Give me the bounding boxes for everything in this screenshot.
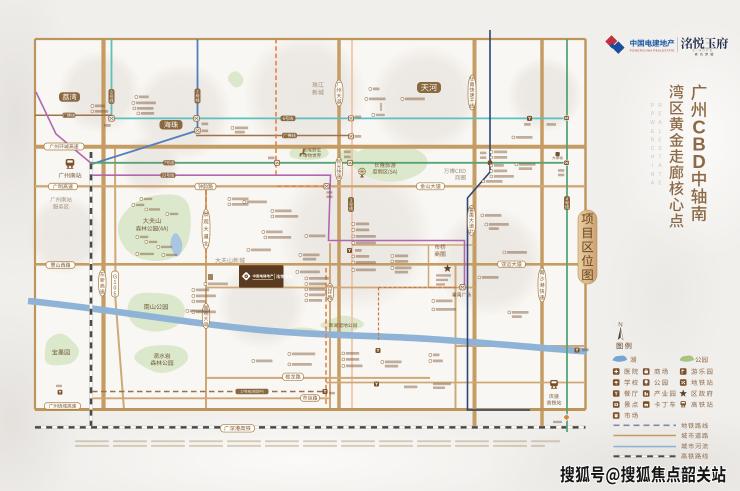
svg-text:A: A [658, 163, 662, 169]
svg-text:C: C [692, 116, 705, 137]
svg-text:W: W [650, 120, 655, 126]
svg-text:R: R [651, 137, 655, 143]
svg-text:T: T [658, 172, 661, 178]
svg-text:S: S [658, 146, 662, 152]
svg-text:0: 0 [114, 286, 117, 292]
svg-text:N: N [651, 172, 655, 178]
svg-text:E: E [658, 180, 662, 186]
svg-text:S·HOPE: S·HOPE [692, 49, 713, 53]
svg-text:1: 1 [114, 280, 117, 286]
svg-text:A: A [651, 180, 655, 186]
svg-text:5: 5 [114, 291, 117, 297]
svg-text:POWERCHINA REALESTATE: POWERCHINA REALESTATE [630, 48, 675, 52]
svg-text:A: A [658, 120, 662, 126]
svg-text:B: B [692, 134, 705, 155]
svg-text:N: N [618, 322, 622, 329]
svg-text:T: T [658, 155, 661, 161]
svg-text:D: D [692, 151, 705, 172]
svg-text:E: E [658, 137, 662, 143]
svg-text:H: H [651, 155, 655, 161]
svg-text:E: E [651, 129, 655, 135]
svg-text:R: R [658, 103, 662, 109]
svg-text:I: I [652, 163, 653, 169]
svg-text:C: C [651, 146, 655, 152]
svg-text:G: G [113, 275, 117, 281]
svg-text:E: E [658, 112, 662, 118]
svg-text:P: P [651, 103, 655, 109]
svg-text:L: L [659, 129, 662, 135]
svg-text:P: P [651, 112, 655, 118]
